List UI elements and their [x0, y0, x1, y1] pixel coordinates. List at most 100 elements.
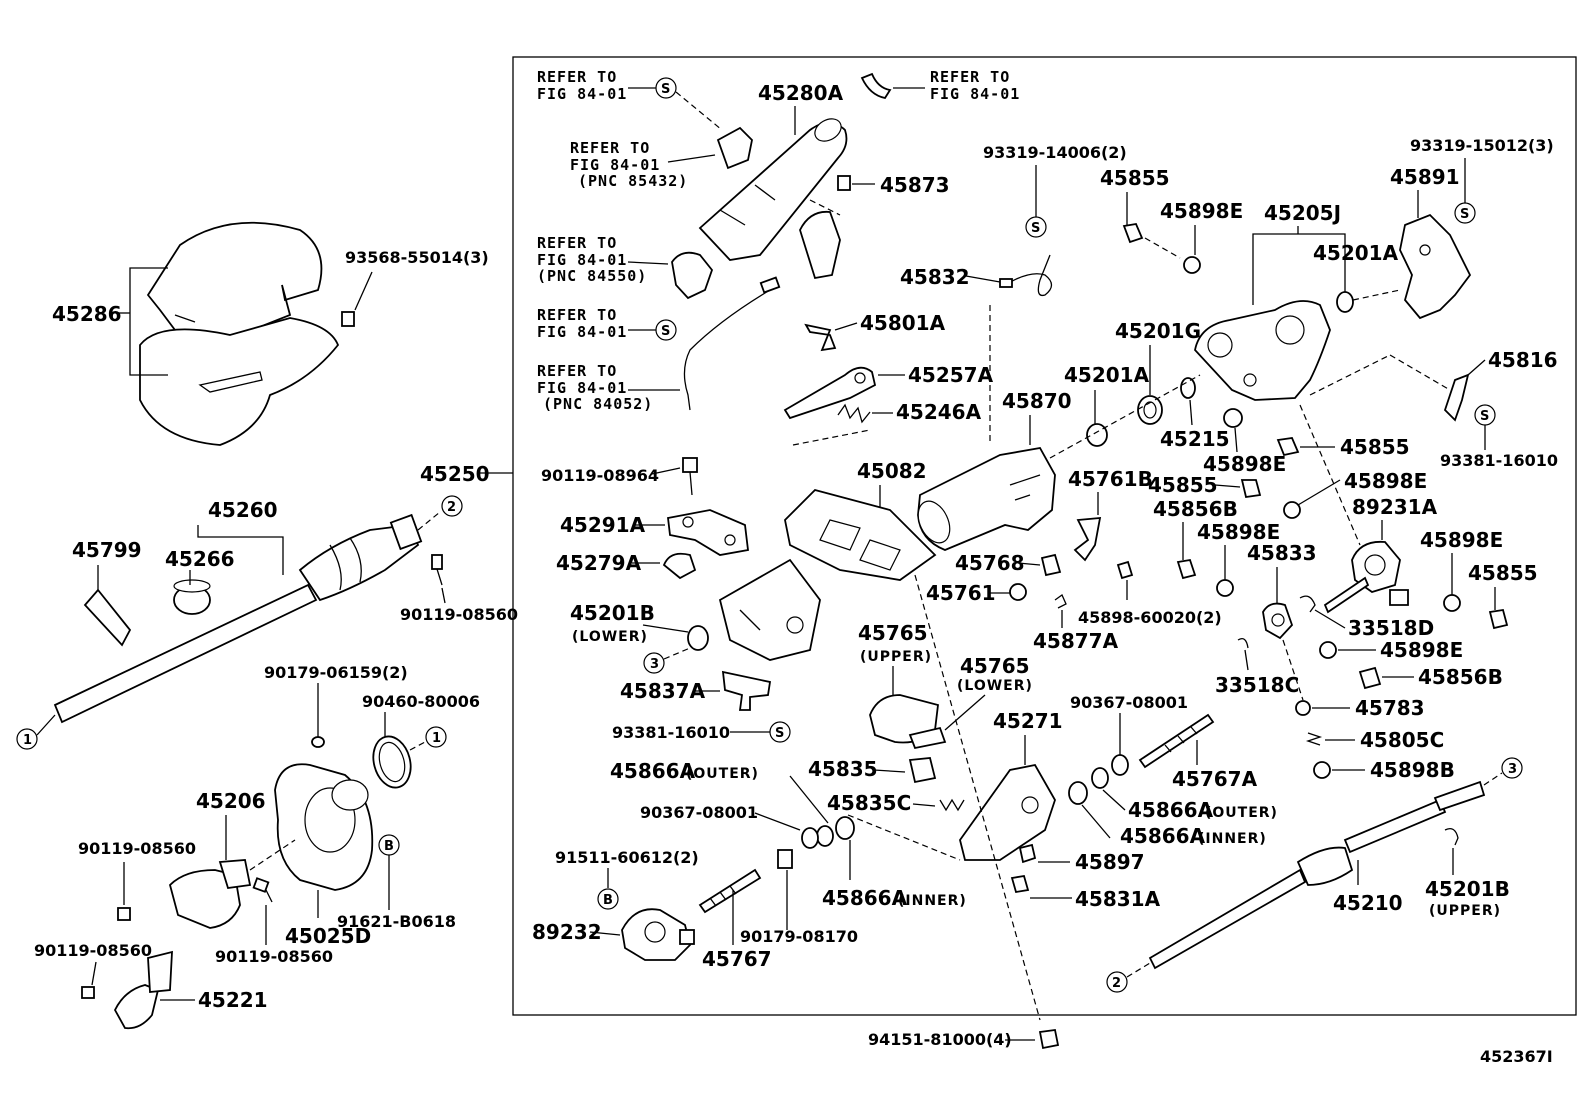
label-45279A: 45279A	[556, 551, 642, 575]
leader-89232	[589, 931, 621, 936]
bushing-45765-lower[interactable]	[908, 726, 947, 750]
nut-45898E-d[interactable]	[1216, 579, 1234, 597]
yoke-45221[interactable]	[113, 950, 173, 1030]
bushing-45201A-b[interactable]	[1086, 423, 1108, 447]
bolt-90119-a[interactable]	[431, 554, 443, 586]
switch-85432[interactable]	[716, 126, 753, 170]
joint-45206[interactable]	[168, 859, 252, 929]
ring-45866A-outer-a[interactable]	[816, 825, 834, 847]
label-45816: 45816	[1488, 348, 1558, 372]
connector-84052[interactable]	[759, 276, 781, 294]
lever-45257A[interactable]	[783, 366, 877, 420]
bolt-90119-08964[interactable]	[682, 457, 698, 496]
bracket-45271[interactable]	[959, 763, 1056, 861]
bolt-45855-b[interactable]	[1276, 437, 1300, 457]
ring-45761[interactable]	[1009, 583, 1027, 601]
nut-45898E-e[interactable]	[1443, 594, 1461, 612]
rod-45767[interactable]	[698, 868, 762, 914]
column-tube-45280A[interactable]	[698, 114, 848, 280]
bolt-90119-c[interactable]	[252, 877, 273, 903]
nut-45783[interactable]	[1295, 700, 1311, 716]
bolt-45897[interactable]	[1018, 843, 1037, 864]
switch-84550[interactable]	[671, 251, 714, 300]
ring-45866A-outer-b[interactable]	[1091, 767, 1109, 789]
bushing-45768[interactable]	[1040, 553, 1062, 577]
washer-90367-b[interactable]	[1111, 754, 1129, 776]
marker-s-93319-14006: S	[1025, 216, 1047, 238]
bracket-45761B[interactable]	[1073, 516, 1102, 562]
ring-45866A-inner-b[interactable]	[1068, 781, 1088, 805]
label-90179-08170: 90179-08170	[740, 927, 858, 946]
washer-90367-a[interactable]	[801, 827, 819, 849]
label-45855-d: 45855	[1468, 561, 1538, 585]
nut-45898E-c[interactable]	[1283, 501, 1301, 519]
bushing-45266[interactable]	[173, 579, 211, 615]
spring-45805C[interactable]	[1305, 732, 1323, 746]
plate-45279A[interactable]	[662, 552, 697, 580]
plate-45291A[interactable]	[667, 509, 749, 556]
bolt-90119-d[interactable]	[81, 986, 95, 999]
label-94151: 94151-81000(4)	[868, 1030, 1012, 1049]
column-cover-45286[interactable]	[139, 221, 340, 446]
bracket-45816[interactable]	[1443, 373, 1470, 422]
clip-33518C[interactable]	[1237, 637, 1249, 649]
screw-45873[interactable]	[837, 175, 851, 191]
label-91511: 91511-60612(2)	[555, 848, 699, 867]
clip-45801A[interactable]	[804, 323, 837, 352]
bracket-45837A[interactable]	[721, 670, 772, 711]
label-45855-b: 45855	[1340, 435, 1410, 459]
label-45201A-b: 45201A	[1064, 363, 1150, 387]
rod-45767A[interactable]	[1138, 713, 1215, 769]
label-45898E-a: 45898E	[1160, 199, 1243, 223]
housing-45025D[interactable]	[274, 763, 374, 891]
clip-33518D[interactable]	[1299, 595, 1316, 613]
label-45765-lower: 45765	[960, 654, 1030, 678]
label-45210: 45210	[1333, 891, 1403, 915]
screw-93568[interactable]	[341, 311, 355, 327]
nut-45898E-b[interactable]	[1223, 408, 1243, 428]
bolt-90119-b[interactable]	[117, 907, 131, 921]
clamp-90460[interactable]	[368, 732, 416, 792]
spring-45835C[interactable]	[939, 798, 965, 812]
nut-90179-08170[interactable]	[777, 849, 793, 869]
bracket-45799[interactable]	[83, 588, 132, 647]
bracket-45891[interactable]	[1399, 213, 1472, 320]
leader-90367-a	[754, 812, 801, 831]
bushing-45201A-a[interactable]	[1336, 291, 1354, 313]
bushing-45201B-upper[interactable]	[1444, 827, 1459, 846]
ring-45215[interactable]	[1180, 377, 1196, 399]
nut-94151[interactable]	[1038, 1028, 1060, 1050]
tube-45870[interactable]	[912, 447, 1056, 551]
bolt-45855-a[interactable]	[1122, 222, 1144, 244]
cable-84052[interactable]	[683, 289, 771, 411]
bolt-45855-d[interactable]	[1488, 608, 1509, 630]
sensor-89231A[interactable]	[1323, 540, 1409, 614]
ring-45866A-inner-a[interactable]	[835, 816, 855, 840]
wire-45832[interactable]	[999, 254, 1053, 297]
nut-45898E-f[interactable]	[1319, 641, 1337, 659]
bushing-45201B-lower[interactable]	[687, 625, 709, 651]
clip-45877A[interactable]	[1054, 594, 1067, 609]
sensor-45833[interactable]	[1262, 602, 1294, 640]
steering-shaft-45210[interactable]	[1148, 780, 1486, 970]
label-45856B-b: 45856B	[1418, 665, 1503, 689]
nut-45898B[interactable]	[1313, 761, 1331, 779]
leader-45201B-lower	[642, 624, 689, 633]
bolt-45856B-b[interactable]	[1358, 666, 1382, 690]
nut-90179-06159[interactable]	[311, 736, 325, 748]
bolt-45856B-a[interactable]	[1176, 558, 1197, 580]
sensor-89232[interactable]	[621, 908, 695, 961]
bolt-45855-c[interactable]	[1240, 479, 1262, 499]
block-45835[interactable]	[908, 757, 937, 784]
nut-45898E-a[interactable]	[1183, 256, 1201, 274]
clip-ref2[interactable]	[860, 72, 892, 100]
label-45898B: 45898B	[1370, 758, 1455, 782]
bearing-45201G[interactable]	[1137, 395, 1163, 425]
clip-45898-60020[interactable]	[1116, 560, 1134, 580]
bracket-45082[interactable]	[718, 488, 937, 661]
spring-45246A[interactable]	[837, 403, 871, 424]
bolt-45831A[interactable]	[1010, 874, 1030, 894]
housing-45205J[interactable]	[1194, 300, 1331, 401]
leader-45866A-outer-a	[789, 775, 829, 824]
steering-shaft-45260[interactable]	[53, 513, 423, 724]
